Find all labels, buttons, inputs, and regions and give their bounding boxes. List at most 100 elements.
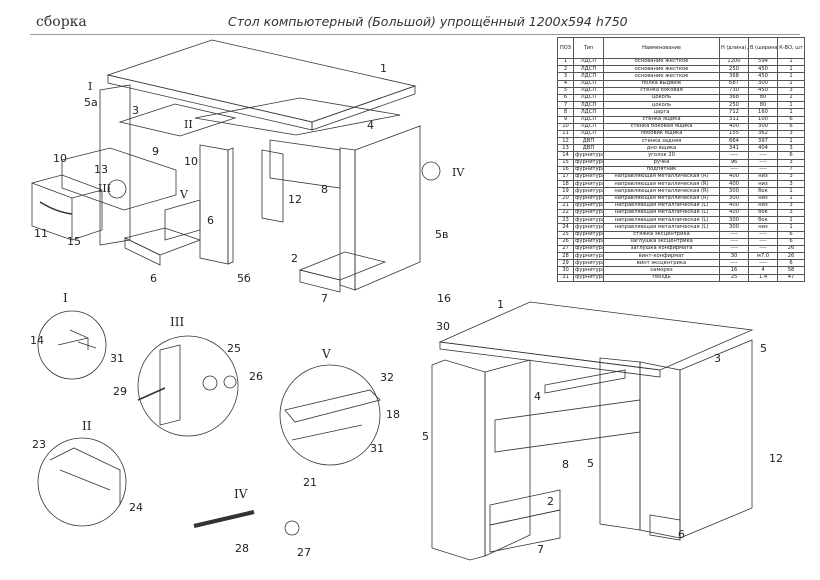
marker-I: I xyxy=(88,80,92,93)
callout-14-detail: 14 xyxy=(30,334,44,347)
callout-3-right: 3 xyxy=(714,352,721,365)
callout-2-right: 2 xyxy=(547,495,554,508)
callout-7-main: 7 xyxy=(321,292,328,305)
detail-title-I: I xyxy=(63,291,68,305)
callout-32-detail: 32 xyxy=(380,371,394,384)
drawer-handle-15 xyxy=(39,201,73,215)
back-panel-12 xyxy=(261,149,284,223)
table-cell: 47 xyxy=(777,273,805,282)
plinth-7 xyxy=(299,269,341,293)
slide-right-4 xyxy=(544,369,626,394)
callout-13-main: 13 xyxy=(94,163,108,176)
callout-16-main: 16 xyxy=(437,292,451,305)
detail-III-cam xyxy=(202,375,218,391)
callout-5b: 5б xyxy=(237,272,251,285)
detail-title-IV: IV xyxy=(234,487,248,501)
callout-29-detail: 29 xyxy=(113,385,127,398)
callout-6-upper: 6 xyxy=(207,214,214,227)
detail-III-panel xyxy=(159,344,181,426)
detail-circle-I xyxy=(37,310,107,380)
shelf-3 xyxy=(118,103,237,137)
callout-8-right: 8 xyxy=(562,458,569,471)
callout-5-right-top: 5 xyxy=(760,342,767,355)
desk-assembled-right xyxy=(431,301,754,561)
plinth-6-left-edge xyxy=(124,237,161,266)
detail-II-slide xyxy=(49,447,121,505)
callout-31-detail-V: 31 xyxy=(370,442,384,455)
callout-4-right: 4 xyxy=(534,390,541,403)
callout-21-detail: 21 xyxy=(303,476,317,489)
sheet-label: сборка xyxy=(36,14,87,30)
table-cell: 26 xyxy=(777,252,805,261)
callout-2-main: 2 xyxy=(291,252,298,265)
plinth-right-6 xyxy=(649,514,681,541)
callout-6-right: 6 xyxy=(678,528,685,541)
callout-26-detail: 26 xyxy=(249,370,263,383)
callout-9-main: 9 xyxy=(152,145,159,158)
detail-title-III: III xyxy=(170,315,184,329)
callout-30-main: 30 xyxy=(436,320,450,333)
plinth-6-left xyxy=(123,227,202,256)
callout-24-detail: 24 xyxy=(129,501,143,514)
plinth-right-7 xyxy=(489,509,561,553)
side-panel-5b-face xyxy=(199,144,229,265)
callout-4-main: 4 xyxy=(367,119,374,132)
side-panel-5v-edge xyxy=(339,147,356,291)
detail-marker-III xyxy=(107,179,127,199)
marker-III: III xyxy=(98,182,111,195)
detail-title-II: II xyxy=(82,419,92,433)
detail-IV-screw xyxy=(193,510,255,528)
tabletop-edge-side xyxy=(311,85,416,131)
callout-5a: 5а xyxy=(84,96,98,109)
tabletop-right-edge xyxy=(439,341,661,378)
callout-5-right-mid: 5 xyxy=(587,457,594,470)
callout-27-detail: 27 xyxy=(297,546,311,559)
sheet-title: Стол компьютерный (Большой) упрощённый 1… xyxy=(228,14,628,29)
callout-1-right: 1 xyxy=(497,298,504,311)
drawer-box-9 xyxy=(61,147,177,211)
plinth-6-upper xyxy=(164,199,201,241)
callout-18-detail: 18 xyxy=(386,408,400,421)
side-right-left-face xyxy=(484,359,531,557)
side-right-left xyxy=(431,359,486,561)
callout-12-right: 12 xyxy=(769,452,783,465)
detail-circle-V xyxy=(279,364,381,466)
callout-10-right: 10 xyxy=(184,155,198,168)
shelf-4 xyxy=(194,97,401,136)
detail-title-V: V xyxy=(321,347,331,361)
detail-views xyxy=(37,161,441,536)
side-right-right xyxy=(679,339,753,539)
table-cell: 6 xyxy=(777,259,805,268)
desk-exploded-main xyxy=(31,39,421,293)
marker-V: V xyxy=(179,188,189,201)
detail-circle-III xyxy=(137,335,239,437)
callout-25-detail: 25 xyxy=(227,342,241,355)
callout-7-right: 7 xyxy=(537,543,544,556)
drawer-front-11-edges xyxy=(31,182,103,240)
detail-circle-II xyxy=(37,437,127,527)
callout-12-main: 12 xyxy=(288,193,302,206)
callout-1-main: 1 xyxy=(380,62,387,75)
callout-5-right-left: 5 xyxy=(422,430,429,443)
callout-8-main: 8 xyxy=(321,183,328,196)
marker-IV: IV xyxy=(452,166,465,179)
table-cell: 58 xyxy=(777,266,805,275)
callout-28-detail: 28 xyxy=(235,542,249,555)
callout-3-main: 3 xyxy=(132,104,139,117)
callout-10-left: 10 xyxy=(53,152,67,165)
detail-III-bolt xyxy=(137,387,166,401)
callout-labels: 1 3 4 5а 5б 5в 2 6 7 8 9 10 10 11 12 13 … xyxy=(30,62,783,559)
header-rule xyxy=(30,34,800,35)
callout-31-detail-I: 31 xyxy=(110,352,124,365)
